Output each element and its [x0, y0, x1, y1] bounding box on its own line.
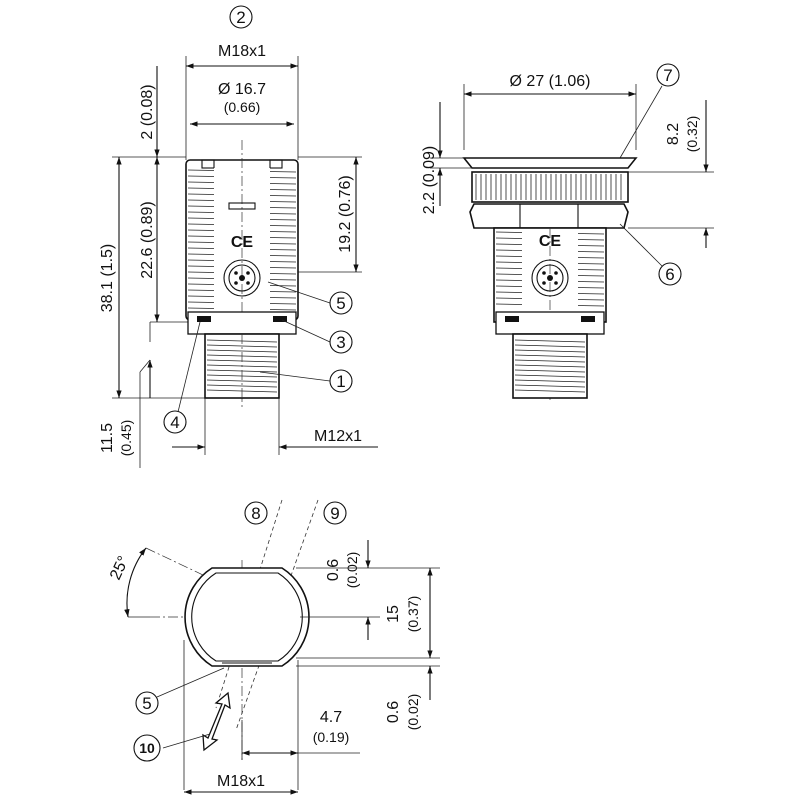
- mounting-nut-knurled: [471, 171, 629, 203]
- flat-top-inch-label: (0.02): [344, 552, 360, 589]
- width-inch-label: (0.37): [405, 596, 421, 633]
- top-view: 8 9 25° 0.6 (0.02) 15 (0.37): [107, 499, 440, 795]
- svg-text:5: 5: [142, 694, 151, 713]
- nut-diameter-label: Ø 27 (1.06): [510, 73, 591, 90]
- svg-text:9: 9: [330, 504, 339, 523]
- diameter-label: Ø 16.7: [218, 81, 266, 98]
- flat-bottom-label: 0.6: [385, 701, 402, 723]
- svg-text:8: 8: [251, 504, 260, 523]
- callout-3: 3: [329, 330, 353, 354]
- knurl-lines: [475, 174, 622, 200]
- flange-height-inch-label: (0.32): [684, 116, 700, 153]
- thread-line: [514, 369, 586, 373]
- thread-line: [514, 384, 586, 388]
- thread-line: [514, 354, 586, 358]
- flat-bottom-inch-label: (0.02): [405, 694, 421, 731]
- connector-threads-side: [514, 339, 586, 393]
- side-view: Ø 27 (1.06) 7 2.2 (0.09) 8.2 (0.32): [421, 63, 714, 400]
- thread-length-label: 19.2 (0.76): [337, 175, 354, 252]
- potentiometer-side-icon: [531, 259, 569, 297]
- svg-text:3: 3: [336, 333, 345, 352]
- total-length-label: 38.1 (1.5): [99, 244, 116, 312]
- thread-line: [514, 364, 586, 368]
- hex-nut: [469, 203, 629, 229]
- thread-line: [514, 374, 586, 378]
- callout-9: 9: [323, 501, 347, 525]
- callout-5-front: 5: [329, 291, 353, 315]
- thread-line: [514, 359, 586, 363]
- callout-6: 6: [658, 262, 682, 286]
- svg-text:2: 2: [236, 8, 245, 27]
- thread-line: [514, 379, 586, 383]
- svg-text:10: 10: [139, 740, 155, 756]
- callout-8: 8: [244, 501, 268, 525]
- thread-line: [206, 344, 278, 348]
- width-label: 15: [385, 605, 402, 623]
- side-ce-mark: CE: [539, 233, 562, 250]
- thread-top-view-label: M18x1: [217, 773, 265, 790]
- svg-text:1: 1: [336, 372, 345, 391]
- svg-text:5: 5: [336, 294, 345, 313]
- flange-height-label: 8.2: [665, 123, 682, 145]
- svg-text:6: 6: [665, 265, 674, 284]
- callout-4: 4: [163, 410, 187, 434]
- double-arrow-icon: [202, 691, 231, 752]
- diameter-inch-label: (0.66): [224, 99, 261, 115]
- thread-line: [206, 349, 278, 353]
- top-offset-label: 2 (0.08): [139, 84, 156, 139]
- potentiometer-icon: [223, 259, 261, 297]
- callout-7: 7: [656, 63, 680, 87]
- led-window: [228, 202, 256, 210]
- angle-label: 25°: [107, 554, 133, 583]
- callout-1: 1: [329, 369, 353, 393]
- offset-label: 4.7: [320, 709, 342, 726]
- svg-text:4: 4: [170, 413, 179, 432]
- cap-height-label: 2.2 (0.09): [421, 146, 438, 214]
- callout-2: 2: [229, 5, 253, 29]
- thread-line: [206, 379, 278, 383]
- housing-cross-section: [184, 567, 310, 667]
- front-ce-mark: CE: [231, 234, 254, 251]
- thread-line: [514, 349, 586, 353]
- connector-length-label: 11.5: [99, 423, 116, 453]
- thread-bottom-label: M12x1: [314, 428, 362, 445]
- thread-top-label: M18x1: [218, 43, 266, 60]
- flat-top-label: 0.6: [325, 559, 342, 581]
- thread-line: [514, 389, 586, 393]
- callout-5-top: 5: [135, 691, 159, 715]
- thread-line: [206, 384, 278, 388]
- body-length-label: 22.6 (0.89): [139, 201, 156, 278]
- protective-cap: [462, 157, 638, 169]
- callout-10: 10: [133, 734, 161, 762]
- offset-inch-label: (0.19): [313, 729, 350, 745]
- thread-line: [514, 344, 586, 348]
- thread-line: [514, 339, 586, 343]
- front-view: 2 M18x1 Ø 16.7 (0.66) 2 (0.08) 38.1 (1.5…: [99, 5, 378, 468]
- svg-text:7: 7: [663, 66, 672, 85]
- connector-length-inch-label: (0.45): [118, 420, 134, 457]
